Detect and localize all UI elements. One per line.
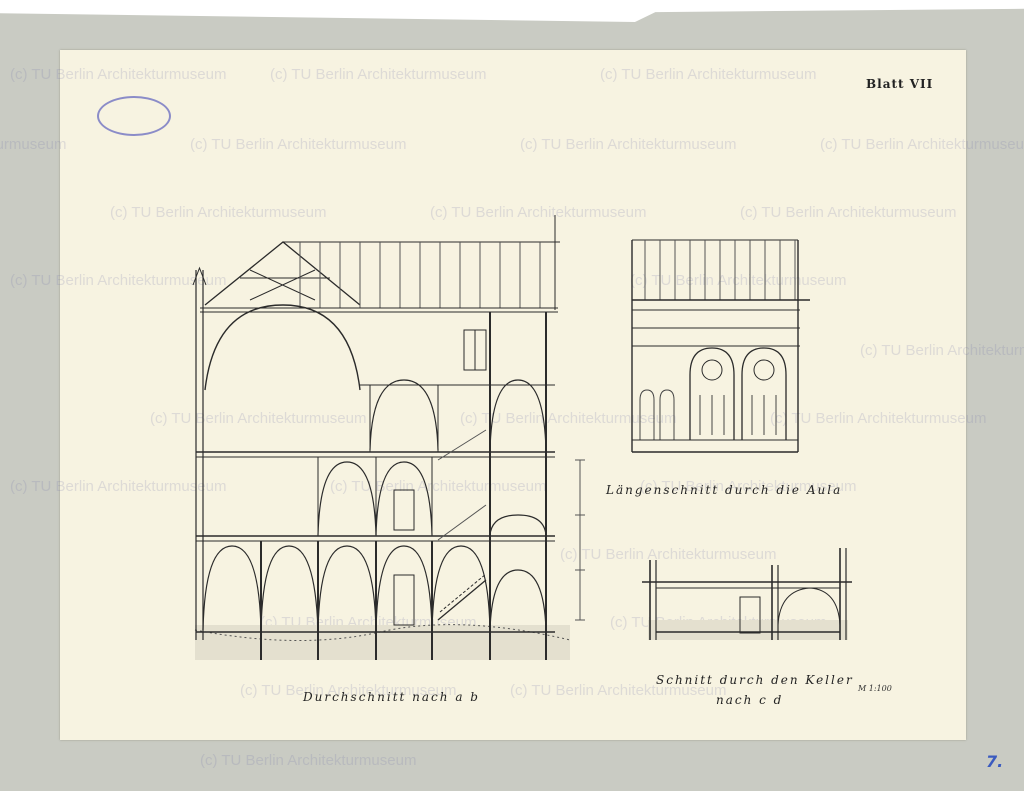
watermark: (c) TU Berlin Architekturmuseum <box>560 546 777 563</box>
scale-note: M 1:100 <box>858 684 892 693</box>
watermark: (c) TU Berlin Architekturmuseum <box>200 752 417 769</box>
sheet-number: 7. <box>986 752 1004 771</box>
watermark: (c) TU Berlin Architekturmuseum <box>640 478 857 495</box>
cellar-section-caption-line2: nach c d <box>716 693 784 707</box>
watermark: (c) TU Berlin Architekturmuseum <box>510 682 727 699</box>
watermark: (c) TU Berlin Architekturmuseum <box>600 66 817 83</box>
watermark: (c) TU Berlin Architekturmuseum <box>270 66 487 83</box>
longitudinal-section-caption: Längenschnitt durch die Aula <box>606 483 843 497</box>
watermark: (c) TU Berlin Architekturmuseum <box>240 682 457 699</box>
cross-section-drawing <box>192 215 585 660</box>
watermark: (c) TU Berlin Architekturmuseum <box>460 410 677 427</box>
watermark: (c) TU Berlin Architekturmuseum <box>330 478 547 495</box>
watermark: (c) TU Berlin Architekturmuseum <box>10 478 227 495</box>
watermark: (c) TU Berlin Architekturmuseum <box>740 204 957 221</box>
watermark: (c) TU Berlin Architekturmuseum <box>430 204 647 221</box>
cellar-section-drawing <box>642 548 852 640</box>
watermark: (c) TU Berlin Architekturmuseum <box>860 342 1024 359</box>
sheet-title: Blatt VII <box>866 77 934 91</box>
watermark: (c) TU Berlin Architekturmuseum <box>770 410 987 427</box>
watermark: (c) TU Berlin Architekturmuseum <box>630 272 847 289</box>
watermark: (c) TU Berlin Architekturmuseum <box>820 136 1024 153</box>
watermark: (c) TU Berlin Architekturmuseum <box>190 136 407 153</box>
longitudinal-section-drawing <box>631 239 810 453</box>
museum-stamp <box>97 96 171 136</box>
watermark: (c) TU Berlin Architekturmuseum <box>10 66 227 83</box>
cellar-section-caption: Schnitt durch den Keller <box>656 673 854 687</box>
watermark: (c) TU Berlin Architekturmuseum <box>0 136 67 153</box>
cross-section-caption: Durchschnitt nach a b <box>303 690 480 704</box>
watermark: (c) TU Berlin Architekturmuseum <box>150 410 367 427</box>
watermark: (c) TU Berlin Architekturmuseum <box>520 136 737 153</box>
watermark: (c) TU Berlin Architekturmuseum <box>10 272 227 289</box>
watermark: (c) TU Berlin Architekturmuseum <box>110 204 327 221</box>
